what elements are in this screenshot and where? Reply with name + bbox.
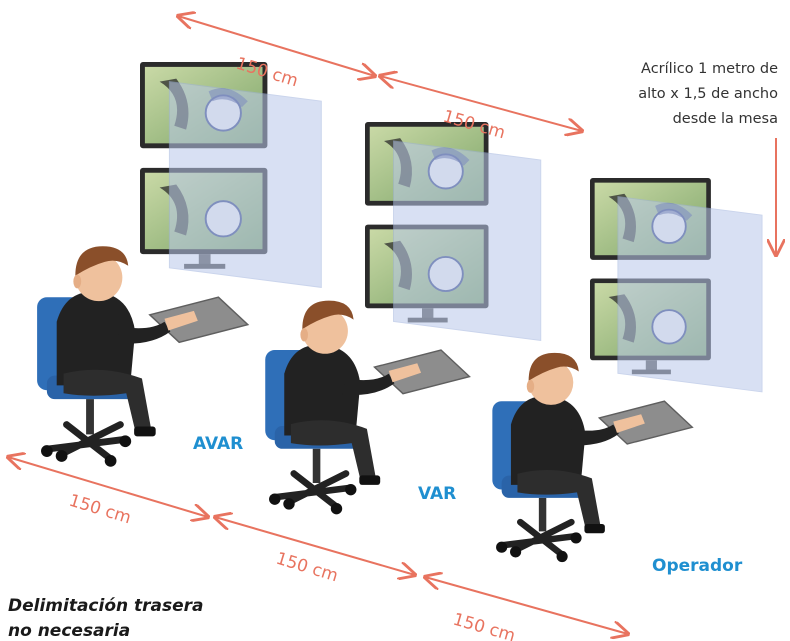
distance-label-bottom-3: 150 cm — [451, 610, 518, 641]
role-label-operador: Operador — [652, 556, 743, 576]
distance-label-bottom-1: 150 cm — [67, 491, 134, 529]
acrylic-note-line2: alto x 1,5 de ancho — [638, 86, 778, 102]
distance-arrow-top-1 — [178, 16, 375, 76]
caption-line2: no necesaria — [8, 621, 130, 641]
role-label-avar: AVAR — [193, 434, 243, 454]
distance-arrow-bottom-1 — [8, 457, 208, 517]
distance-label-bottom-2: 150 cm — [274, 549, 341, 587]
distance-arrow-bottom-2 — [215, 517, 415, 575]
distance-arrow-top-2 — [380, 76, 582, 131]
acrylic-note-line1: Acrílico 1 metro de — [641, 61, 778, 77]
distance-arrow-bottom-3 — [425, 577, 628, 634]
acrylic-note-line3: desde la mesa — [673, 111, 778, 127]
caption-line1: Delimitación trasera — [8, 596, 204, 616]
role-label-var: VAR — [418, 484, 456, 504]
